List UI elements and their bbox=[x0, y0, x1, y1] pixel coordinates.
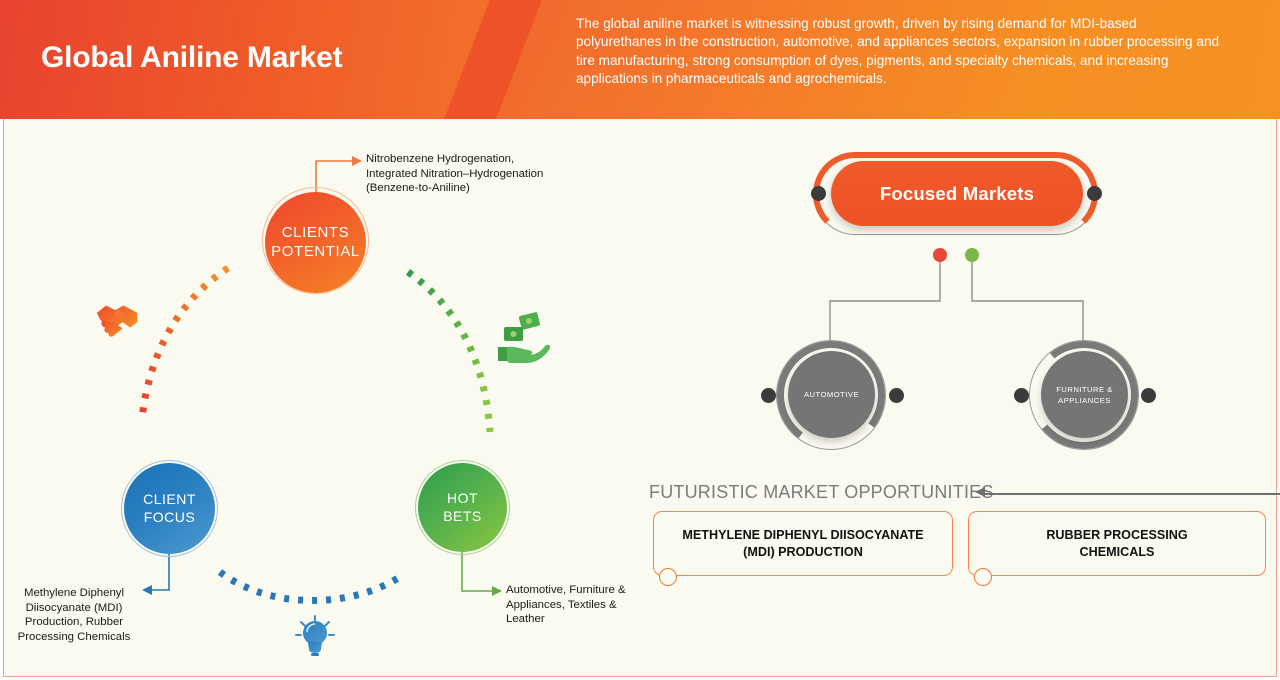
client-focus-label-1: CLIENT bbox=[143, 490, 196, 507]
hot-bets-annotation: Automotive, Furniture & Appliances, Text… bbox=[506, 584, 626, 626]
automotive-dot-right bbox=[889, 388, 904, 403]
automotive-thin-ring bbox=[776, 340, 886, 450]
opportunity-card-rubber-line1: RUBBER PROCESSING bbox=[1046, 527, 1188, 542]
automotive-label-1: AUTOMOTIVE bbox=[803, 390, 860, 399]
header-banner: Global Aniline Market The global aniline… bbox=[0, 0, 1280, 119]
opportunity-card-mdi-line1: METHYLENE DIPHENYL DIISOCYANATE bbox=[682, 527, 924, 542]
futuristic-arrow-line bbox=[985, 493, 1280, 495]
branch-dot-automotive bbox=[933, 248, 947, 262]
page-title: Global Aniline Market bbox=[41, 41, 343, 74]
focused-markets-title: Focused Markets bbox=[879, 182, 1035, 204]
client-focus-annotation: Methylene Diphenyl Diisocyanate (MDI) Pr… bbox=[17, 587, 131, 643]
clients-potential-label-1: CLIENTS bbox=[281, 223, 350, 241]
hot-bets-label-2: BETS bbox=[443, 507, 482, 524]
client-focus-label-2: FOCUS bbox=[143, 508, 196, 525]
clients-potential-label-2: POTENTIAL bbox=[271, 242, 360, 260]
furniture-dot-right bbox=[1141, 388, 1156, 403]
furniture-label-2: APPLIANCES bbox=[1058, 395, 1111, 405]
hot-bets-bubble[interactable]: HOT BETS bbox=[418, 463, 507, 552]
opportunity-card-rubber[interactable]: RUBBER PROCESSING CHEMICALS bbox=[968, 511, 1266, 576]
opportunity-card-rubber-line2: CHEMICALS bbox=[1079, 544, 1155, 559]
opportunity-card-mdi[interactable]: METHYLENE DIPHENYL DIISOCYANATE (MDI) PR… bbox=[653, 511, 953, 576]
branch-dot-furniture bbox=[965, 248, 979, 262]
furniture-label-1: FURNITURE & bbox=[1056, 384, 1113, 394]
futuristic-heading: FUTURISTIC MARKET OPPORTUNITIES bbox=[649, 482, 994, 502]
focused-markets-pill[interactable]: Focused Markets bbox=[831, 161, 1083, 226]
market-node-automotive[interactable]: AUTOMOTIVE bbox=[788, 351, 875, 438]
header-description: The global aniline market is witnessing … bbox=[576, 16, 1220, 87]
furniture-thin-ring bbox=[1029, 340, 1139, 450]
market-node-furniture-appliances[interactable]: FURNITURE & APPLIANCES bbox=[1041, 351, 1128, 438]
focused-markets-dot-left bbox=[811, 186, 826, 201]
clients-potential-bubble[interactable]: CLIENTS POTENTIAL bbox=[265, 192, 366, 293]
opportunity-card-mdi-line2: (MDI) PRODUCTION bbox=[743, 544, 863, 559]
opportunity-card-mdi-knob bbox=[659, 568, 677, 586]
client-focus-bubble[interactable]: CLIENT FOCUS bbox=[124, 463, 215, 554]
futuristic-arrow-head bbox=[975, 487, 985, 497]
focused-markets-dot-right bbox=[1087, 186, 1102, 201]
automotive-dot-left bbox=[761, 388, 776, 403]
opportunity-card-rubber-knob bbox=[974, 568, 992, 586]
furniture-dot-left bbox=[1014, 388, 1029, 403]
clients-potential-annotation: Nitrobenzene Hydrogenation, Integrated N… bbox=[366, 153, 544, 195]
hot-bets-label-1: HOT bbox=[446, 489, 479, 506]
